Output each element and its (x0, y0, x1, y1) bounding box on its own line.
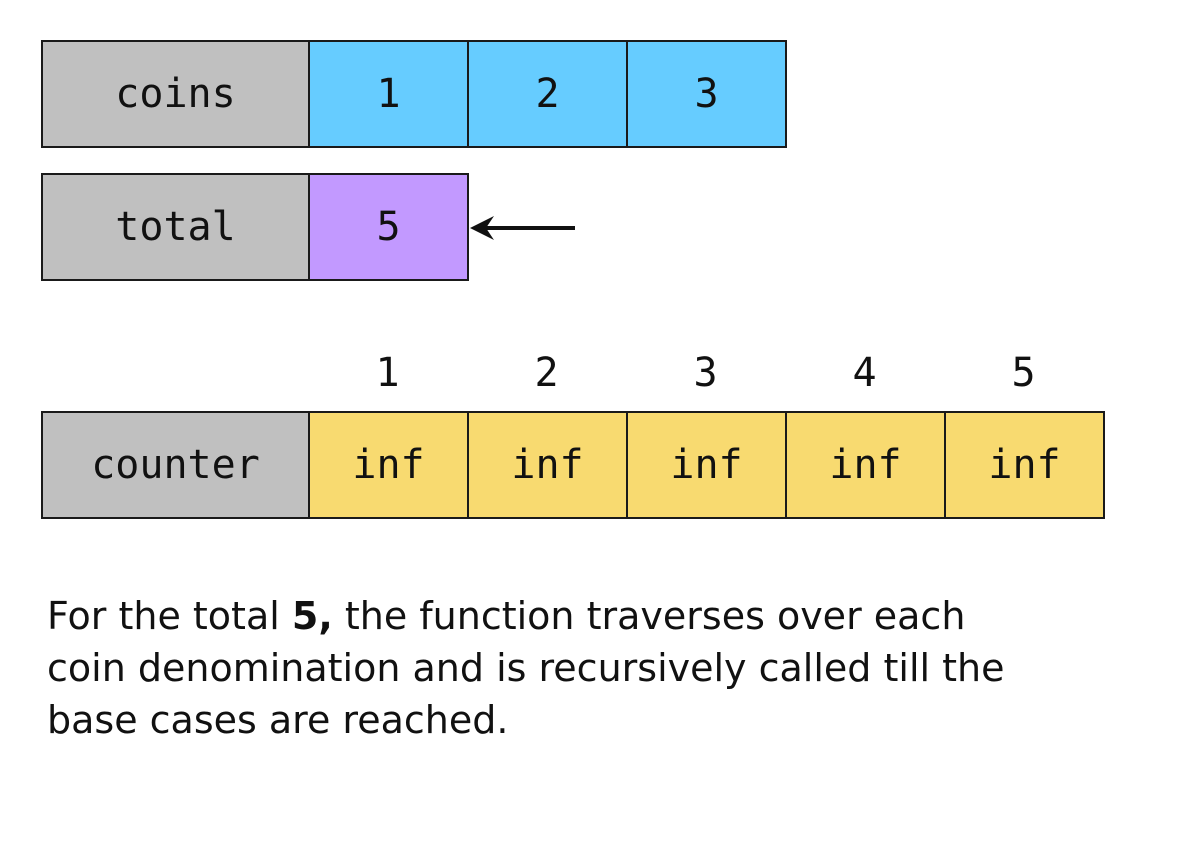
caption-text: For the total 5, the function traverses … (47, 590, 1047, 746)
total-array: total 5 (41, 173, 469, 281)
counter-index: 1 (375, 350, 400, 396)
coins-array: coins 1 2 3 (41, 40, 787, 148)
counter-index: 3 (693, 350, 718, 396)
counter-cell: inf (308, 411, 469, 519)
counter-cell: inf (467, 411, 628, 519)
counter-index: 4 (852, 350, 877, 396)
counter-indices: 1 2 3 4 5 (308, 350, 1103, 396)
caption-after: the function traverses over each coin de… (47, 594, 1005, 742)
total-value-cell: 5 (308, 173, 469, 281)
counter-index: 5 (1011, 350, 1036, 396)
counter-label: counter (41, 411, 310, 519)
caption-before: For the total (47, 594, 292, 638)
counter-cell: inf (944, 411, 1105, 519)
coins-label: coins (41, 40, 310, 148)
left-arrow-icon (470, 216, 575, 240)
coin-cell: 1 (308, 40, 469, 148)
counter-array: counter inf inf inf inf inf (41, 411, 1105, 519)
coin-cell: 2 (467, 40, 628, 148)
counter-index: 2 (534, 350, 559, 396)
caption-bold: 5, (291, 594, 333, 638)
counter-cell: inf (626, 411, 787, 519)
counter-cell: inf (785, 411, 946, 519)
coin-cell: 3 (626, 40, 787, 148)
total-label: total (41, 173, 310, 281)
